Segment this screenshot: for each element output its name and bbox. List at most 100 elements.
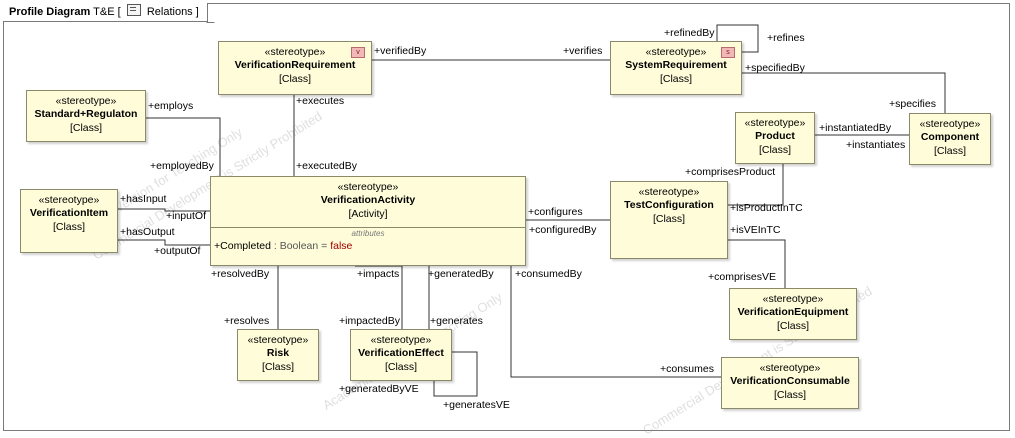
attr-eq: = [318,240,331,252]
role-refined-by[interactable]: +refinedBy [664,27,715,39]
role-consumes[interactable]: +consumes [660,363,714,375]
class-verification-effect[interactable]: «stereotype» VerificationEffect [Class] [350,329,452,381]
class-meta: [Class] [773,389,807,401]
role-executed-by[interactable]: +executedBy [296,160,358,172]
role-resolves[interactable]: +resolves [224,315,270,327]
role-comprises-ve[interactable]: +comprisesVE [708,271,776,283]
role-verifies[interactable]: +verifies [563,45,603,57]
diagram-kind: Profile Diagram [9,6,91,18]
role-generates[interactable]: +generates [430,315,483,327]
class-product[interactable]: «stereotype» Product [Class] [735,112,815,164]
assoc-comprises-product[interactable] [727,164,784,206]
diagram-context: Relations [146,6,193,18]
role-comprises-product[interactable]: +comprisesProduct [685,166,776,178]
assoc-comprises-ve[interactable] [727,239,786,288]
role-configured-by[interactable]: +configuredBy [529,224,597,236]
stereotype-label: «stereotype» [744,117,806,129]
class-name: VerificationItem [29,207,109,219]
class-name: VerificationEffect [358,347,444,359]
class-meta: [Class] [758,144,792,156]
role-executes[interactable]: +executes [296,95,345,107]
class-meta: [Class] [659,73,693,85]
class-meta: [Class] [384,361,418,373]
role-generated-by[interactable]: +generatedBy [428,268,494,280]
class-verification-activity[interactable]: «stereotype» VerificationActivity [Activ… [210,176,526,266]
role-output-of[interactable]: +outputOf [154,245,201,257]
attr-default: false [330,240,353,252]
attribute-completed[interactable]: +Completed : Boolean = false [214,240,352,252]
role-has-input[interactable]: +hasInput [120,193,167,205]
role-instantiates[interactable]: +instantiates [846,139,906,151]
class-name: Component [920,131,980,143]
role-specifies[interactable]: +specifies [889,98,936,110]
attributes-header: attributes [351,229,385,238]
requirement-badge: v [351,47,365,58]
class-meta: [Class] [69,122,103,134]
class-verification-equipment[interactable]: «stereotype» VerificationEquipment [Clas… [729,288,857,340]
class-name: VerificationConsumable [730,375,850,387]
assoc-consumes[interactable] [510,266,721,378]
role-has-output[interactable]: +hasOutput [120,226,175,238]
stereotype-label: «stereotype» [645,46,707,58]
stereotype-label: «stereotype» [370,334,432,346]
role-configures[interactable]: +configures [528,206,583,218]
class-component[interactable]: «stereotype» Component [Class] [909,113,991,165]
role-resolved-by[interactable]: +resolvedBy [211,268,270,280]
class-standard-regulation[interactable]: «stereotype» Standard+Regulaton [Class] [26,90,146,142]
class-system-requirement[interactable]: «stereotype» SystemRequirement [Class] s [610,41,742,95]
class-name: Standard+Regulaton [34,108,138,120]
role-verified-by[interactable]: +verifiedBy [374,45,427,57]
stereotype-label: «stereotype» [638,186,700,198]
role-employed-by[interactable]: +employedBy [150,160,214,172]
role-input-of[interactable]: +inputOf [166,210,206,222]
assoc-has-output[interactable] [118,239,211,246]
assoc-refines[interactable] [716,24,759,53]
role-impacts[interactable]: +impacts [357,268,400,280]
class-verification-consumable[interactable]: «stereotype» VerificationConsumable [Cla… [721,357,859,409]
assoc-employs[interactable] [146,117,221,177]
role-instantiated-by[interactable]: +instantiatedBy [819,122,892,134]
class-verification-requirement[interactable]: «stereotype» VerificationRequirement [Cl… [218,41,372,95]
class-name: VerificationEquipment [737,306,849,318]
role-specified-by[interactable]: +specifiedBy [745,62,805,74]
assoc-has-input[interactable] [118,208,211,212]
class-meta: [Class] [52,221,86,233]
attributes-compartment: attributes +Completed : Boolean = false [211,227,525,252]
class-name: Risk [266,347,290,359]
assoc-generates-ve[interactable] [433,351,478,397]
stereotype-label: «stereotype» [919,118,981,130]
class-test-configuration[interactable]: «stereotype» TestConfiguration [Class] [610,181,728,259]
class-name: VerificationRequirement [234,59,356,71]
stereotype-label: «stereotype» [762,293,824,305]
diagram-name: T&E [93,6,115,18]
role-consumed-by[interactable]: +consumedBy [515,268,582,280]
assoc-specifies[interactable] [742,72,946,113]
class-meta: [Class] [776,320,810,332]
diagram-header-tab: Profile Diagram T&E [ Relations ] [3,3,208,22]
class-verification-item[interactable]: «stereotype» VerificationItem [Class] [20,189,118,253]
stereotype-label: «stereotype» [38,194,100,206]
role-is-ve-in-tc[interactable]: +isVEInTC [730,224,781,236]
class-name: Product [755,130,795,142]
requirement-badge: s [721,47,735,58]
role-employs[interactable]: +employs [148,100,194,112]
stereotype-label: «stereotype» [337,181,399,193]
role-is-product-in-tc[interactable]: +isProductInTC [730,202,803,214]
class-risk[interactable]: «stereotype» Risk [Class] [237,329,319,381]
role-generated-by-ve[interactable]: +generatedByVE [339,383,419,395]
stereotype-label: «stereotype» [55,95,117,107]
class-meta: [Class] [261,361,295,373]
class-name: TestConfiguration [624,199,714,211]
attr-visibility: + [214,240,221,252]
class-meta: [Class] [278,73,312,85]
diagram-context-open: [ [117,6,121,18]
role-generates-ve[interactable]: +generatesVE [443,399,510,411]
role-impacted-by[interactable]: +impactedBy [339,315,400,327]
role-refines[interactable]: +refines [767,32,805,44]
class-name: VerificationActivity [320,194,416,206]
assoc-impacts[interactable] [355,265,403,330]
class-meta: [Class] [933,145,967,157]
attr-type: Boolean [279,240,319,252]
